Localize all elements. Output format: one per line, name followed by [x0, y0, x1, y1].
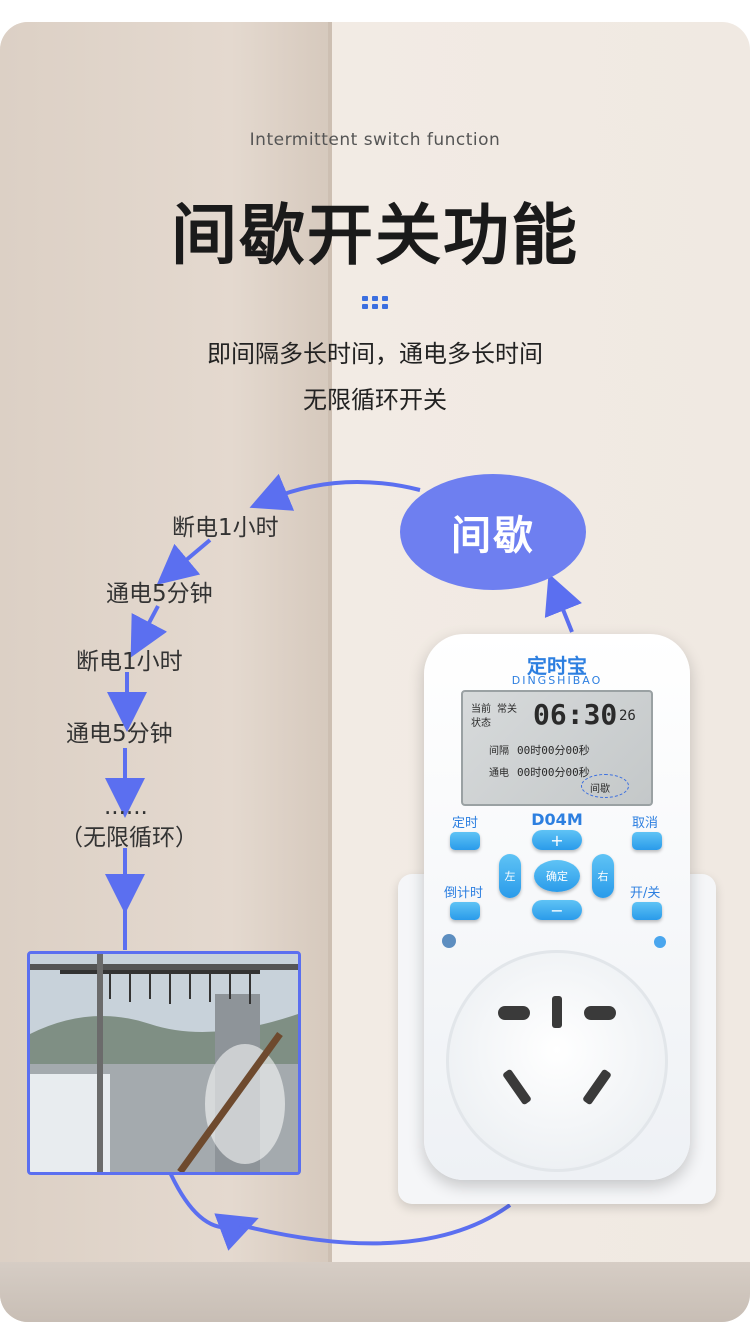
arrow-to-off-1 — [249, 473, 421, 511]
arrow-to-device — [239, 1203, 512, 1246]
socket-hole-top — [552, 996, 562, 1028]
countdown-label: 倒计时 — [444, 886, 484, 901]
left-button[interactable]: 左 — [499, 854, 521, 898]
timer-button[interactable] — [450, 832, 480, 850]
page-title: 间歇开关功能 — [171, 197, 579, 274]
socket-hole-left — [498, 1006, 530, 1020]
status-led-left — [442, 934, 456, 948]
arrow-step-2 — [130, 605, 168, 658]
brand-logo-en: DINGSHIBAO — [511, 674, 603, 687]
power-socket — [446, 950, 668, 1172]
socket-hole-right — [584, 1006, 616, 1020]
sprinkler-photo — [27, 951, 301, 1175]
flow-step-2: 通电5分钟 — [106, 581, 213, 607]
plus-button[interactable]: + — [532, 830, 582, 850]
ok-button[interactable]: 确定 — [534, 860, 580, 892]
arrow-step-1 — [156, 538, 212, 585]
countdown-button[interactable] — [450, 902, 480, 920]
flow-step-4: 通电5分钟 — [66, 721, 173, 747]
socket-hole-bottom-left — [502, 1068, 532, 1106]
lcd-row2-value: 00时00分00秒 — [517, 766, 590, 779]
flow-step-3: 断电1小时 — [76, 649, 183, 675]
flow-step-6: （无限循环） — [60, 825, 198, 851]
lcd-label-current: 当前 — [471, 704, 491, 715]
dots-icon — [362, 296, 388, 310]
lcd-mode-highlight — [581, 774, 629, 798]
flow-step-1: 断电1小时 — [172, 515, 279, 541]
cancel-button[interactable] — [632, 832, 662, 850]
status-led-right — [654, 936, 666, 948]
lcd-state-value: 常关 — [497, 704, 517, 715]
right-button[interactable]: 右 — [592, 854, 614, 898]
brand-logo: 定时宝 — [527, 654, 587, 678]
lcd-display: 当前 常关 状态 06:30 26 间隔 00时00分00秒 通电 00时00分… — [461, 690, 653, 806]
lcd-seconds: 26 — [619, 708, 636, 724]
description-line-2: 无限循环开关 — [303, 386, 447, 414]
lcd-clock: 06:30 — [533, 698, 618, 731]
model-number: D04M — [531, 810, 583, 829]
onoff-label: 开/关 — [630, 886, 661, 901]
mode-badge: 间歇 — [400, 474, 586, 590]
lcd-row1-label: 间隔 — [489, 746, 509, 757]
lcd-mode: 间歇 — [590, 784, 610, 795]
floor — [0, 1262, 750, 1322]
socket-hole-bottom-right — [582, 1068, 612, 1106]
timer-socket-device: 定时宝 DINGSHIBAO 当前 常关 状态 06:30 26 间隔 00时0… — [424, 634, 690, 1180]
arrow-device-to-mode — [544, 573, 582, 633]
cancel-label: 取消 — [632, 816, 659, 831]
minus-button[interactable]: − — [532, 900, 582, 920]
onoff-button[interactable] — [632, 902, 662, 920]
timer-label: 定时 — [452, 816, 479, 831]
flow-step-5: ...... — [104, 794, 148, 820]
sprinkler-scene-image — [30, 954, 298, 1172]
wall-corner — [328, 22, 332, 1322]
description-line-1: 即间隔多长时间，通电多长时间 — [207, 340, 543, 368]
arrow-photo-bottom — [166, 1167, 259, 1251]
lcd-label-state: 状态 — [471, 718, 491, 729]
subtitle-en: Intermittent switch function — [249, 130, 501, 150]
lcd-row2-label: 通电 — [489, 768, 509, 779]
lcd-row1-value: 00时00分00秒 — [517, 744, 590, 757]
